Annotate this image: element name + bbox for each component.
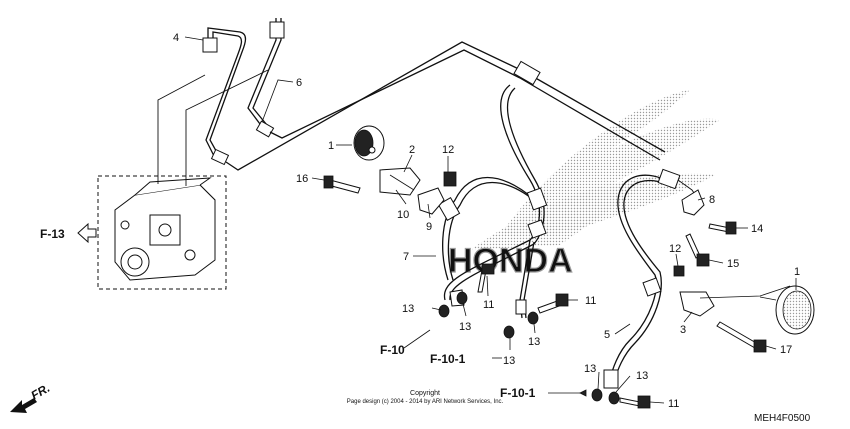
reflector-1-lower [759, 285, 815, 335]
sealing-washers [438, 291, 620, 405]
f10-1-arrow-icon [579, 389, 587, 397]
reference-link: F-10-1 [500, 386, 536, 400]
reference-labels: F-13 F-10 F-10-1 F-10-1 [40, 227, 536, 400]
part-label: 13 [503, 355, 515, 367]
honda-wing-watermark: HONDA [447, 90, 720, 281]
part-label: 2 [409, 144, 415, 156]
part-label: 13 [636, 370, 648, 382]
copyright-text: Page design (c) 2004 - 2014 by ARI Netwo… [347, 399, 504, 405]
honda-watermark-text: HONDA [448, 242, 573, 280]
copyright-title: Copyright [410, 390, 440, 397]
bracket-8 [681, 189, 705, 216]
brake-hose-5 [603, 168, 701, 389]
part-label: 16 [296, 173, 308, 185]
part-label: 9 [426, 221, 432, 233]
bracket-9 [417, 187, 445, 215]
diagram-code: MEH4F0500 [754, 413, 811, 424]
part-label: 13 [528, 336, 540, 348]
abs-unit-frame [97, 175, 227, 290]
part-label: 13 [459, 321, 471, 333]
part-label: 4 [173, 32, 179, 44]
part-label: 3 [680, 324, 686, 336]
part-label: 1 [328, 140, 334, 152]
f13-arrow-icon [77, 222, 97, 244]
part-label: 6 [296, 77, 302, 89]
brake-pipes-upper [157, 18, 666, 186]
front-direction-arrow-icon [10, 398, 37, 413]
part-label: 7 [403, 251, 409, 263]
abs-modulator-unit [114, 177, 216, 281]
part-label: 14 [751, 223, 763, 235]
part-label: 11 [668, 398, 679, 410]
part-label: 11 [483, 299, 494, 311]
part-label: 13 [402, 303, 414, 315]
part-label: 5 [604, 329, 610, 341]
part-label: 17 [780, 344, 792, 356]
reference-link: F-13 [40, 227, 65, 241]
part-label: 8 [709, 194, 715, 206]
leader-lines [184, 36, 797, 404]
part-label: 12 [442, 144, 454, 156]
part-label: 13 [584, 363, 596, 375]
part-label: 15 [727, 258, 739, 270]
part-labels: 1 1 2 3 4 5 6 7 8 9 10 11 11 11 12 12 13… [173, 32, 800, 410]
bracket-3 [679, 291, 715, 317]
reflector-1-upper [353, 125, 385, 161]
part-label: 10 [397, 209, 409, 221]
brake-hose-7 [437, 84, 548, 319]
reference-link: F-10 [380, 343, 405, 357]
part-label: 1 [794, 266, 800, 278]
part-label: 12 [669, 243, 681, 255]
reference-link: F-10-1 [430, 352, 466, 366]
part-label: 11 [585, 295, 596, 307]
